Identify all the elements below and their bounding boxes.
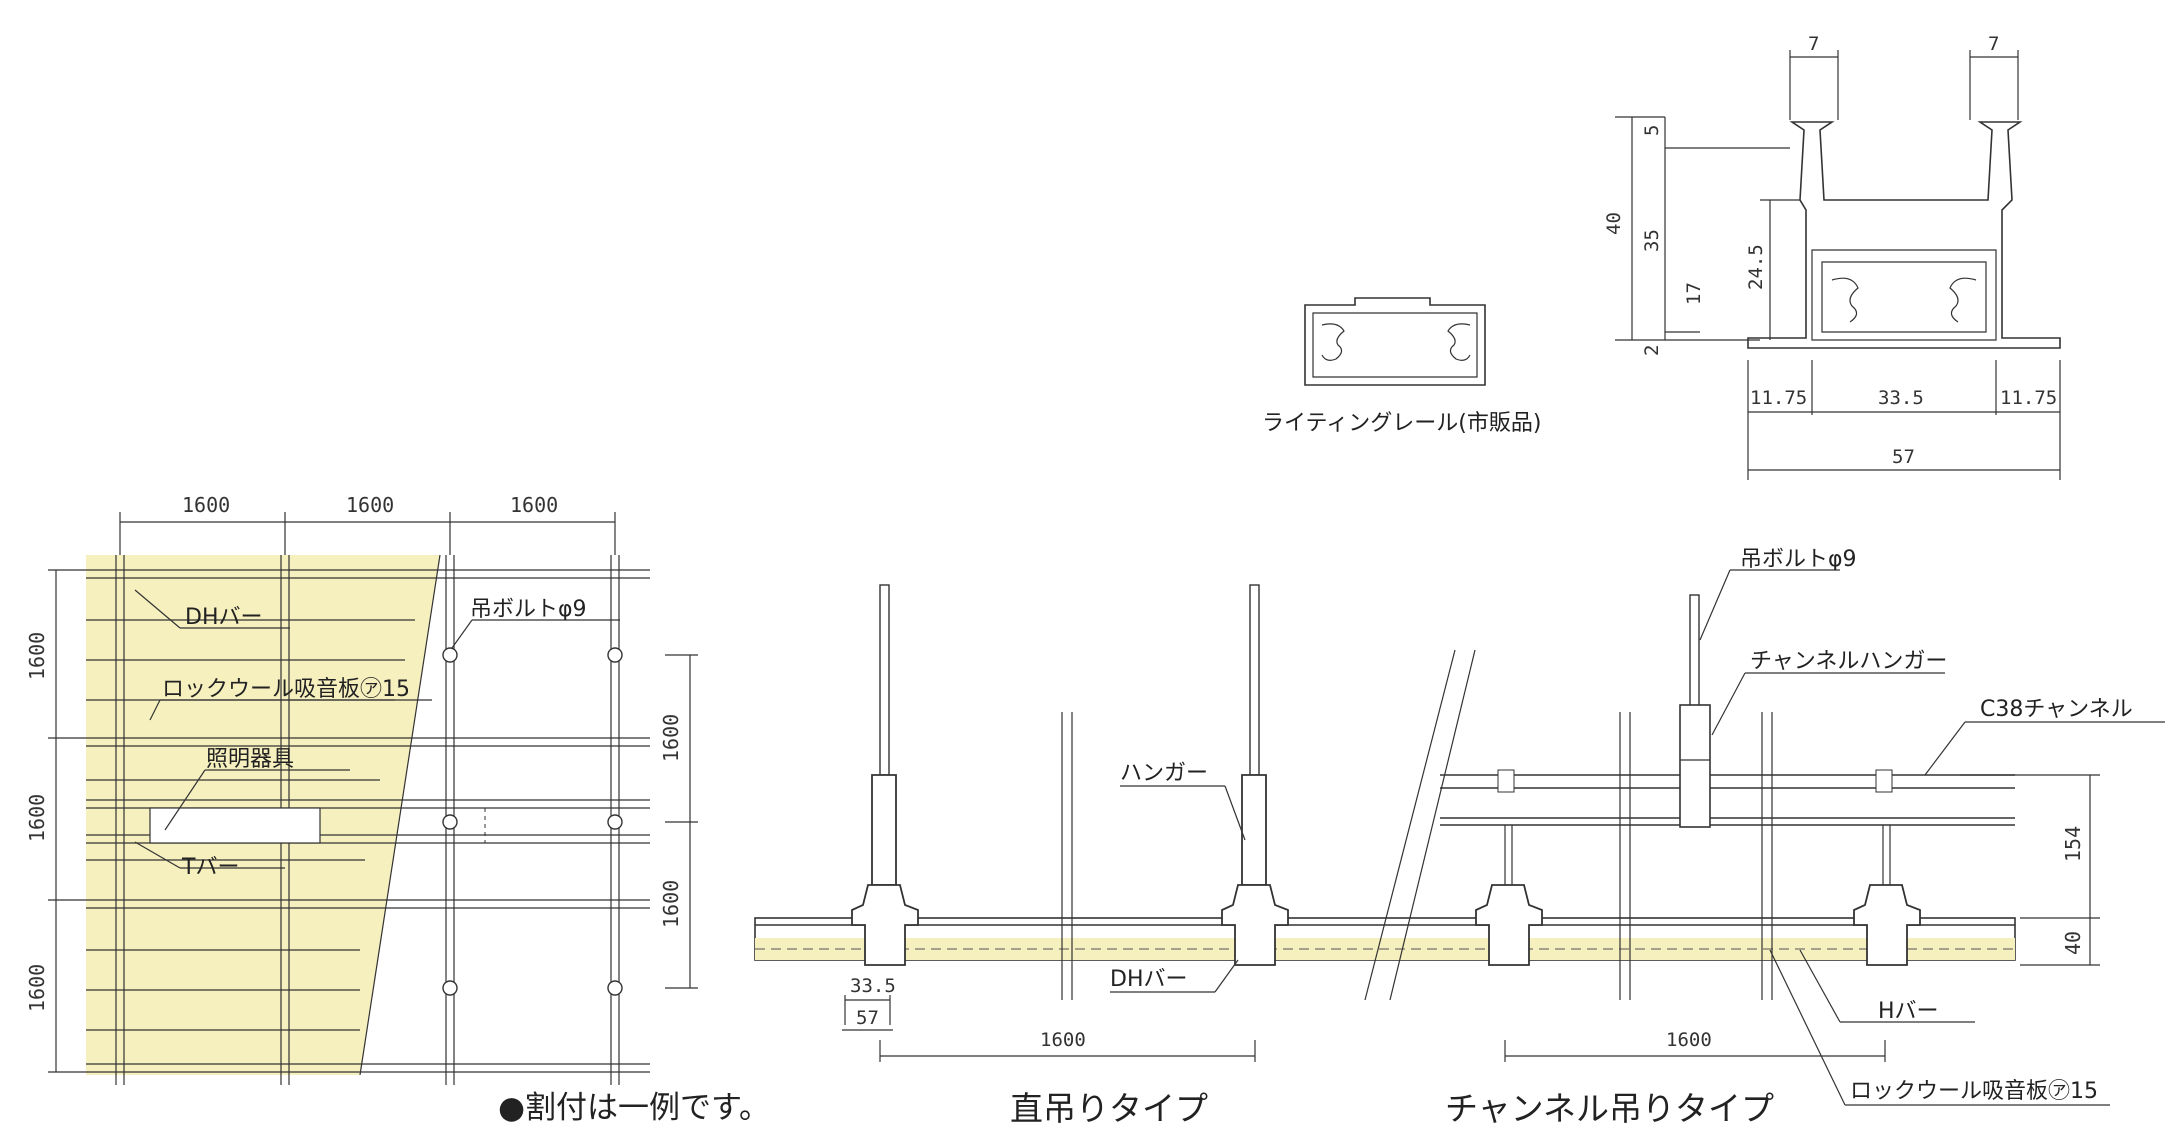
direct-type-title: 直吊りタイプ — [1010, 1089, 1208, 1128]
label-h-bar: Hバー — [1878, 999, 1939, 1024]
label-bolt-channel: 吊ボルトφ9 — [1740, 547, 1857, 572]
svg-text:1600: 1600 — [659, 880, 683, 928]
lighting-rail-caption: ライティングレール(市販品) — [1262, 411, 1541, 436]
channel-type: 154 40 1600 吊ボルトφ9 チャンネルハンガー C38チャンネル Hバ… — [1364, 547, 2165, 1128]
label-channel-hanger: チャンネルハンガー — [1750, 649, 1947, 674]
svg-text:33.5: 33.5 — [850, 975, 896, 997]
label-lighting: 照明器具 — [206, 747, 294, 772]
label-c38: C38チャンネル — [1980, 697, 2133, 722]
svg-text:1600: 1600 — [510, 493, 558, 517]
layout-note: ●割付は一例です。 — [498, 1090, 770, 1126]
svg-text:1600: 1600 — [25, 794, 49, 842]
svg-text:7: 7 — [1988, 33, 1999, 55]
svg-text:33.5: 33.5 — [1878, 387, 1924, 409]
label-hanger: ハンガー — [1120, 761, 1208, 786]
svg-text:1600: 1600 — [182, 493, 230, 517]
svg-text:1600: 1600 — [1040, 1029, 1086, 1051]
svg-text:1600: 1600 — [25, 964, 49, 1012]
plan-view: 1600 1600 1600 1600 1600 1600 — [25, 493, 770, 1126]
svg-text:7: 7 — [1808, 33, 1819, 55]
label-bolt: 吊ボルトφ9 — [470, 597, 587, 622]
svg-text:1600: 1600 — [25, 632, 49, 680]
svg-text:57: 57 — [856, 1007, 879, 1029]
channel-type-title: チャンネル吊りタイプ — [1445, 1089, 1774, 1128]
svg-text:5: 5 — [1641, 125, 1663, 136]
direct-type: 33.5 57 1600 ハンガー DHバー 直吊りタイプ — [754, 584, 2016, 1128]
svg-text:1600: 1600 — [659, 714, 683, 762]
svg-text:40: 40 — [1603, 212, 1625, 235]
label-rockwool: ロックウール吸音板㋐15 — [162, 677, 410, 702]
label-dh-bar: DHバー — [185, 605, 262, 630]
label-dh-bar-direct: DHバー — [1110, 967, 1187, 992]
svg-text:11.75: 11.75 — [1750, 387, 1807, 409]
svg-text:40: 40 — [2061, 931, 2085, 955]
svg-text:2: 2 — [1641, 345, 1663, 356]
label-rockwool-channel: ロックウール吸音板㋐15 — [1850, 1079, 2098, 1104]
lighting-rail-detail: 7 7 40 5 35 17 2 24.5 11.75 33.5 11.75 5… — [1603, 33, 2061, 480]
svg-text:154: 154 — [2061, 826, 2085, 862]
svg-text:24.5: 24.5 — [1745, 244, 1767, 290]
svg-text:57: 57 — [1892, 446, 1915, 468]
svg-text:1600: 1600 — [1666, 1029, 1712, 1051]
label-t-bar: Tバー — [181, 855, 239, 880]
svg-text:35: 35 — [1641, 229, 1663, 252]
svg-text:17: 17 — [1683, 282, 1705, 305]
lighting-rail-small: ライティングレール(市販品) — [1262, 297, 1541, 436]
svg-text:11.75: 11.75 — [2000, 387, 2057, 409]
svg-text:1600: 1600 — [346, 493, 394, 517]
